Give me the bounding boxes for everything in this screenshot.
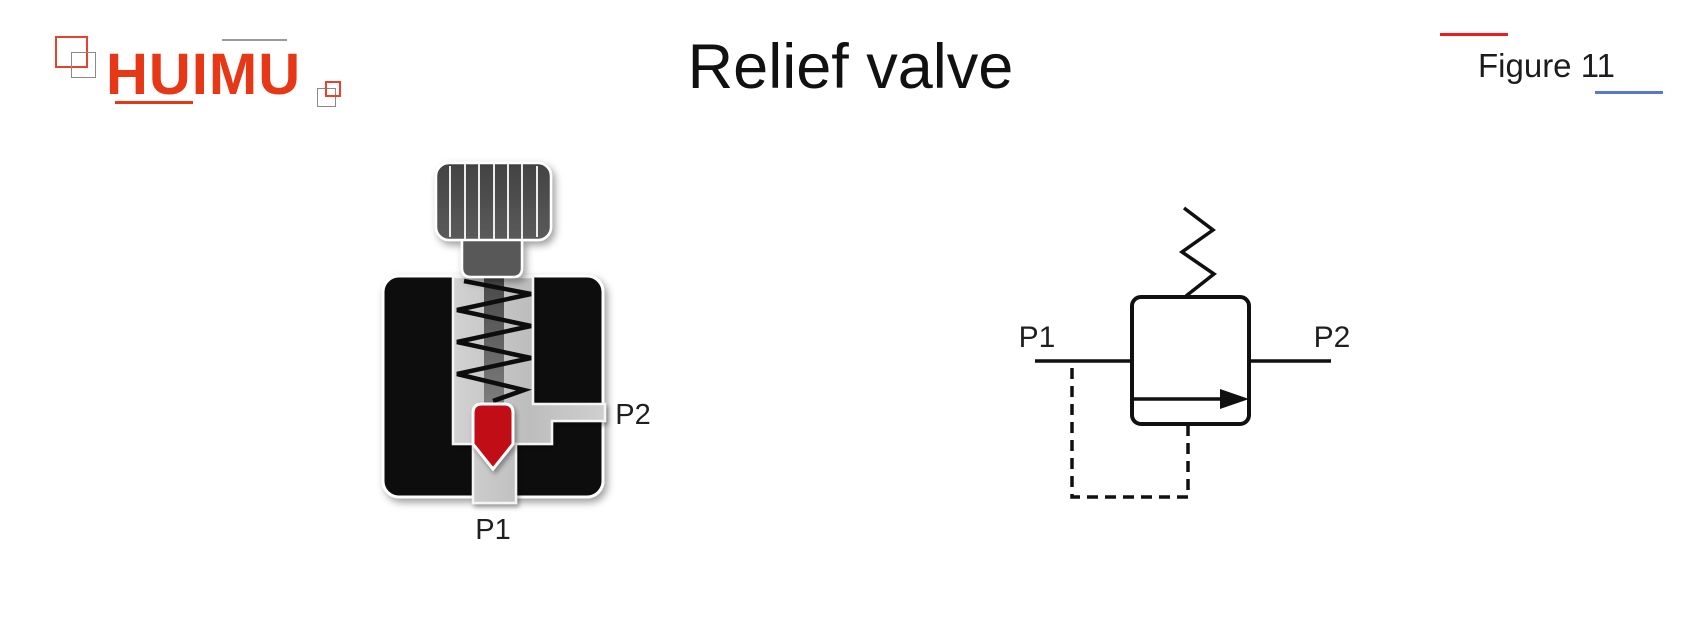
symbol-pilot-dashed-line [1070,363,1190,499]
symbol-p2-label: P2 [1314,321,1351,354]
figure-red-line [1440,33,1508,36]
symbol-spring [1178,206,1217,298]
page-title: Relief valve [687,32,1014,102]
logo-topline [222,39,287,41]
relief-valve-symbol: P1 P2 [1019,206,1351,499]
relief-valve-cross-section: P1 P2 [381,161,651,546]
knob-stem [460,237,524,279]
symbol-arrowhead [1220,389,1249,409]
huimu-logo: HUIMU [0,0,360,120]
illustration-p2-label: P2 [615,399,650,431]
figure-label-block: Figure 11 [1420,0,1680,110]
logo-square-red-small-icon [325,81,341,97]
logo-text: HUIMU [106,42,302,107]
symbol-p1-label: P1 [1019,321,1056,354]
logo-underline [115,101,193,104]
figure-label: Figure 11 [1478,47,1615,84]
symbol-valve-box [1130,295,1251,426]
knob-knurling [449,164,538,239]
logo-square-gray-icon [71,52,96,78]
poppet [471,402,515,472]
adjustment-rod [484,277,504,404]
spring [456,278,532,404]
illustration-p1-label: P1 [475,514,510,546]
figure-blue-line [1595,91,1663,94]
